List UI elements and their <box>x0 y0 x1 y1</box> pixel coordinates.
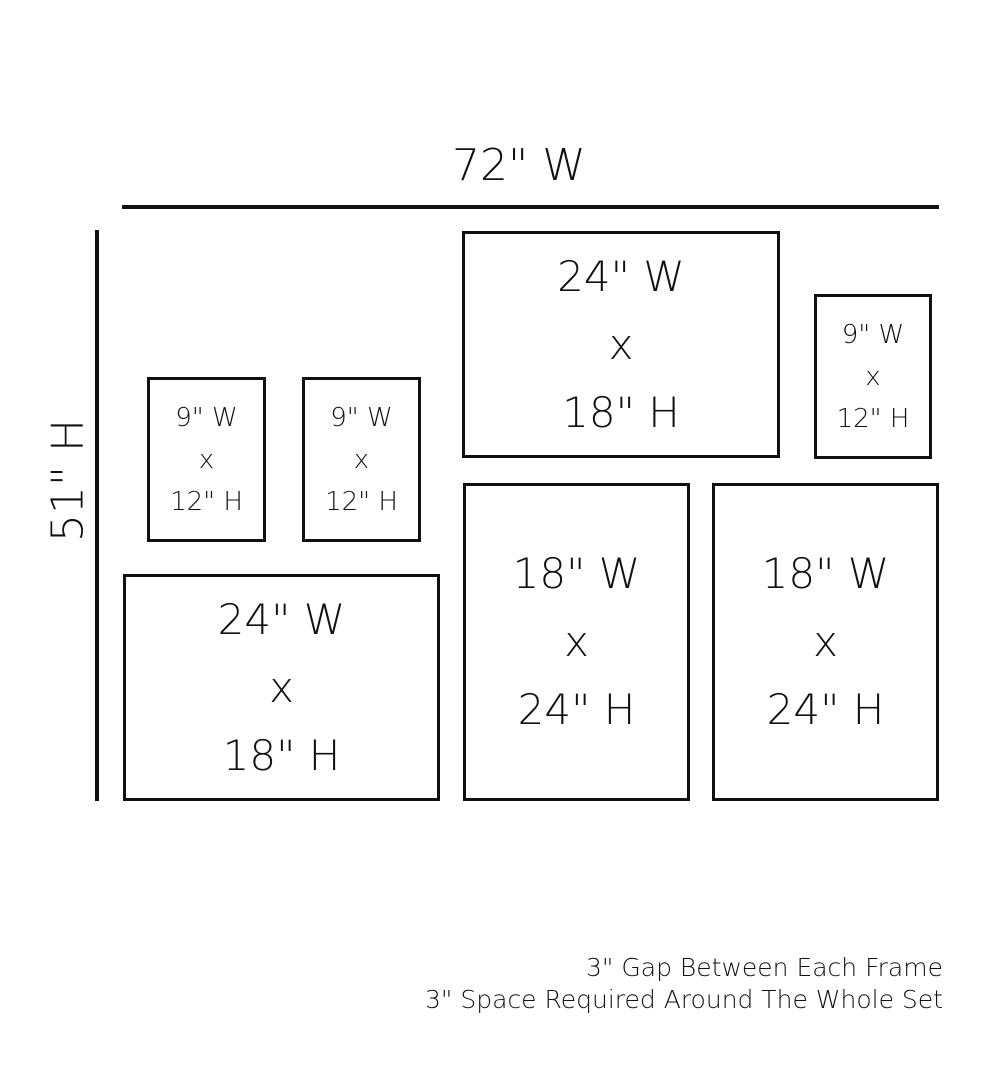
frame-width: 9" W <box>330 402 393 433</box>
frame-width: 24" W <box>557 251 685 301</box>
height-dimension-line <box>95 230 99 801</box>
frame-18x24-right: 18" W x 24" H <box>712 483 939 801</box>
frame-height: 24" H <box>517 685 636 734</box>
frame-24x18-bottom-left: 24" W x 18" H <box>123 574 440 801</box>
frame-height: 12" H <box>836 403 910 434</box>
frame-x: x <box>608 319 634 369</box>
overall-width-label: 72" W <box>452 140 586 191</box>
frame-height: 12" H <box>170 486 243 517</box>
space-note: 3" Space Required Around The Whole Set <box>425 985 943 1014</box>
frame-height: 18" H <box>222 730 341 780</box>
frame-height: 18" H <box>562 387 680 437</box>
frame-width: 18" W <box>512 549 641 598</box>
frame-x: x <box>564 617 589 666</box>
frame-x: x <box>865 361 881 392</box>
frame-width: 18" W <box>761 549 890 598</box>
frame-height: 24" H <box>766 685 885 734</box>
frame-height: 12" H <box>325 486 398 517</box>
frame-9x12-left: 9" W x 12" H <box>147 377 266 542</box>
gap-note: 3" Gap Between Each Frame <box>586 953 943 982</box>
frame-x: x <box>198 444 215 475</box>
frame-24x18-top-center: 24" W x 18" H <box>462 231 780 458</box>
frame-18x24-center: 18" W x 24" H <box>463 483 690 801</box>
width-dimension-line <box>122 205 939 209</box>
frame-x: x <box>353 444 370 475</box>
overall-height-label: 51" H <box>42 418 94 543</box>
frame-x: x <box>269 662 294 712</box>
frame-9x12-right: 9" W x 12" H <box>814 294 932 459</box>
frame-9x12-middle: 9" W x 12" H <box>302 377 421 542</box>
frame-width: 9" W <box>841 319 905 350</box>
frame-x: x <box>813 617 838 666</box>
frame-width: 9" W <box>175 402 238 433</box>
frame-width: 24" W <box>217 594 346 644</box>
